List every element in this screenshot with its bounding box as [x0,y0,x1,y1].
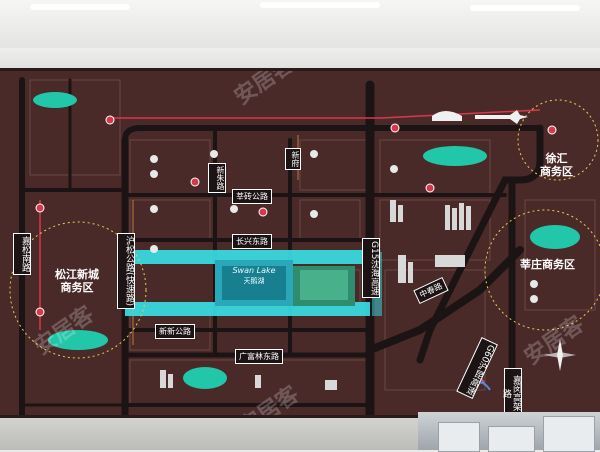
road-label-xinxin: 新新公路 [155,324,195,339]
location-map-board: 嘉松南路 沪松公路(快速路) G15沈海高速 G60沪昆高速 嘉闵高架路 新朱路… [0,68,600,418]
district-label-xujiahui: 徐汇 商务区 [540,152,573,178]
district-line: 商务区 [540,165,573,178]
board-frame [0,68,600,418]
road-label-xinzhu: 新朱路 [208,163,226,193]
district-label-xinzhuang: 莘庄商务区 [520,258,575,271]
train-icon [432,111,462,121]
model-building [438,422,480,452]
compass-icon [544,339,576,371]
district-line: 商务区 [60,281,94,294]
road-label-guangfulin: 广富林东路 [235,349,283,364]
architectural-model [418,412,600,452]
project-logo: Swan Lake [232,266,276,275]
district-line: 徐汇 [545,152,568,165]
road-label-changxing: 长兴东路 [232,234,272,249]
airplane-icon [475,110,528,124]
project-subtitle: 天鹅湖 [243,277,265,285]
ceiling-light [260,2,380,8]
road-label-g15: G15沈海高速 [362,238,380,299]
road-label-jinchun: 莘砖公路 [232,189,272,204]
model-building [543,416,595,452]
ceiling-light [470,5,580,11]
ceiling [0,0,600,48]
road-label-jiasong: 嘉松南路 [13,233,31,275]
district-label-songjiang: 松江新城 商务区 [55,268,99,294]
ceiling-light [30,4,130,10]
road-label-husong: 沪松公路(快速路) [117,233,135,310]
road-label-xinfu: 新府 [285,148,301,170]
district-line: 松江新城 [55,268,99,281]
model-building [488,426,535,452]
